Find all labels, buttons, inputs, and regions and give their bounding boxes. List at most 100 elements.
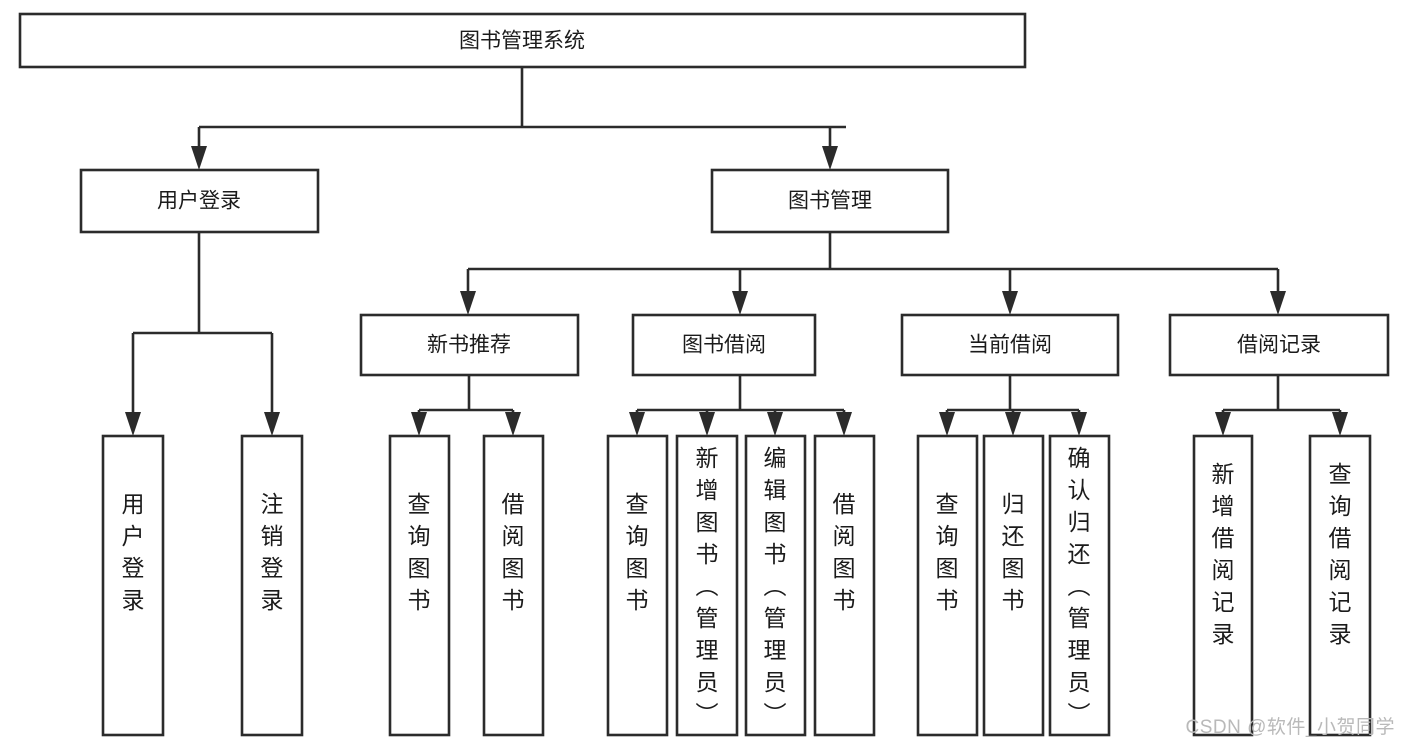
vertical-glyph: 销 (261, 523, 284, 549)
leaf-node-borrow-book-2-label: 借阅图书 (833, 491, 856, 613)
arrow-head-leaf-user-login (125, 412, 141, 436)
arrow-head-leaf-return-book (1005, 412, 1021, 436)
connector-group-borrow-record (1215, 375, 1348, 436)
vertical-glyph: 新 (1212, 461, 1235, 487)
arrow-head-book-manage (822, 146, 838, 170)
vertical-glyph: 理 (764, 637, 787, 663)
leaf-node-edit-book-box[interactable] (744, 434, 807, 737)
vertical-glyph: 员 (764, 669, 787, 695)
vertical-glyph: 书 (1002, 587, 1025, 613)
connector-group-new-book-rec (411, 375, 521, 436)
leaf-node-add-book[interactable]: 新增图书︵管理员︶ (675, 434, 739, 737)
arrow-head-book-borrow (732, 291, 748, 315)
vertical-glyph: 书 (502, 587, 525, 613)
node-book-manage[interactable]: 图书管理 (710, 168, 950, 234)
leaf-node-add-book-box[interactable] (675, 434, 739, 737)
node-current-borrow[interactable]: 当前借阅 (900, 313, 1120, 377)
leaf-node-query-borrow-record-box[interactable] (1308, 434, 1372, 737)
leaf-node-query-book-1-label: 查询图书 (408, 491, 431, 613)
leaf-node-query-book-2[interactable]: 查询图书 (606, 434, 669, 737)
leaf-node-logout-login-box[interactable] (240, 434, 304, 737)
vertical-glyph: ︶ (1068, 701, 1091, 727)
leaf-node-edit-book[interactable]: 编辑图书︵管理员︶ (744, 434, 807, 737)
node-borrow-record-box[interactable] (1168, 313, 1390, 377)
node-book-borrow[interactable]: 图书借阅 (631, 313, 817, 377)
leaf-node-query-book-2-label: 查询图书 (626, 491, 649, 613)
vertical-glyph: 询 (936, 523, 959, 549)
arrow-head-leaf-query-book-3 (939, 412, 955, 436)
leaf-node-user-login-box[interactable] (101, 434, 165, 737)
vertical-glyph: 确 (1068, 445, 1091, 471)
vertical-glyph: 理 (696, 637, 719, 663)
leaf-node-confirm-return[interactable]: 确认归还︵管理员︶ (1048, 434, 1111, 737)
leaf-node-query-book-3[interactable]: 查询图书 (916, 434, 979, 737)
leaf-node-query-borrow-record-label: 查询借阅记录 (1329, 461, 1352, 647)
leaf-node-query-borrow-record[interactable]: 查询借阅记录 (1308, 434, 1372, 737)
connector-group-book-borrow (629, 375, 852, 436)
vertical-glyph: 认 (1068, 477, 1091, 503)
vertical-glyph: ︵ (696, 573, 719, 599)
vertical-glyph: 录 (1329, 621, 1352, 647)
vertical-glyph: 查 (936, 491, 959, 517)
arrow-head-borrow-record (1270, 291, 1286, 315)
vertical-glyph: 增 (696, 477, 719, 503)
leaf-node-borrow-book-1-box[interactable] (482, 434, 545, 737)
leaf-node-add-borrow-record[interactable]: 新增借阅记录 (1192, 434, 1254, 737)
node-new-book-rec[interactable]: 新书推荐 (359, 313, 580, 377)
vertical-glyph: 用 (122, 491, 145, 517)
node-book-manage-box[interactable] (710, 168, 950, 234)
vertical-glyph: 登 (122, 555, 145, 581)
node-borrow-record-label: 借阅记录 (1237, 334, 1321, 357)
leaf-node-confirm-return-box[interactable] (1048, 434, 1111, 737)
leaf-node-query-book-1-box[interactable] (388, 434, 451, 737)
vertical-glyph: 还 (1002, 523, 1025, 549)
connector-group-book-manage (460, 232, 1286, 315)
node-current-borrow-box[interactable] (900, 313, 1120, 377)
leaf-node-borrow-book-1[interactable]: 借阅图书 (482, 434, 545, 737)
leaf-node-query-book-3-box[interactable] (916, 434, 979, 737)
vertical-glyph: 记 (1329, 589, 1352, 615)
leaf-node-return-book-box[interactable] (982, 434, 1045, 737)
vertical-glyph: 归 (1002, 491, 1025, 517)
vertical-glyph: 理 (1068, 637, 1091, 663)
node-root-box[interactable] (18, 12, 1027, 69)
node-user-login-label: 用户登录 (157, 190, 241, 213)
leaf-node-user-login-label: 用户登录 (122, 491, 145, 613)
node-user-login-box[interactable] (79, 168, 320, 234)
node-new-book-rec-label: 新书推荐 (427, 334, 511, 357)
node-book-borrow-box[interactable] (631, 313, 817, 377)
vertical-glyph: ︶ (696, 701, 719, 727)
vertical-glyph: 图 (502, 555, 525, 581)
vertical-glyph: 员 (1068, 669, 1091, 695)
leaf-node-user-login[interactable]: 用户登录 (101, 434, 165, 737)
leaf-node-borrow-book-2-box[interactable] (813, 434, 876, 737)
node-book-manage-label: 图书管理 (788, 190, 872, 213)
leaf-node-query-book-2-box[interactable] (606, 434, 669, 737)
vertical-glyph: 询 (408, 523, 431, 549)
node-user-login[interactable]: 用户登录 (79, 168, 320, 234)
vertical-glyph: 询 (1329, 493, 1352, 519)
leaf-node-add-book-label: 新增图书︵管理员︶ (696, 445, 719, 727)
arrow-head-new-book-rec (460, 291, 476, 315)
vertical-glyph: 查 (1329, 461, 1352, 487)
node-new-book-rec-box[interactable] (359, 313, 580, 377)
leaf-node-confirm-return-label: 确认归还︵管理员︶ (1068, 445, 1091, 727)
vertical-glyph: 增 (1212, 493, 1235, 519)
vertical-glyph: 查 (408, 491, 431, 517)
leaf-node-logout-login[interactable]: 注销登录 (240, 434, 304, 737)
vertical-glyph: 图 (764, 509, 787, 535)
vertical-glyph: 阅 (502, 523, 525, 549)
vertical-glyph: 登 (261, 555, 284, 581)
vertical-glyph: 记 (1212, 589, 1235, 615)
node-borrow-record[interactable]: 借阅记录 (1168, 313, 1390, 377)
vertical-glyph: ︶ (764, 701, 787, 727)
node-current-borrow-label: 当前借阅 (968, 334, 1052, 357)
vertical-glyph: 借 (1329, 525, 1352, 551)
leaf-node-return-book[interactable]: 归还图书 (982, 434, 1045, 737)
leaf-node-add-borrow-record-box[interactable] (1192, 434, 1254, 737)
leaf-node-borrow-book-2[interactable]: 借阅图书 (813, 434, 876, 737)
node-root[interactable]: 图书管理系统 (18, 12, 1027, 69)
leaf-node-query-book-1[interactable]: 查询图书 (388, 434, 451, 737)
